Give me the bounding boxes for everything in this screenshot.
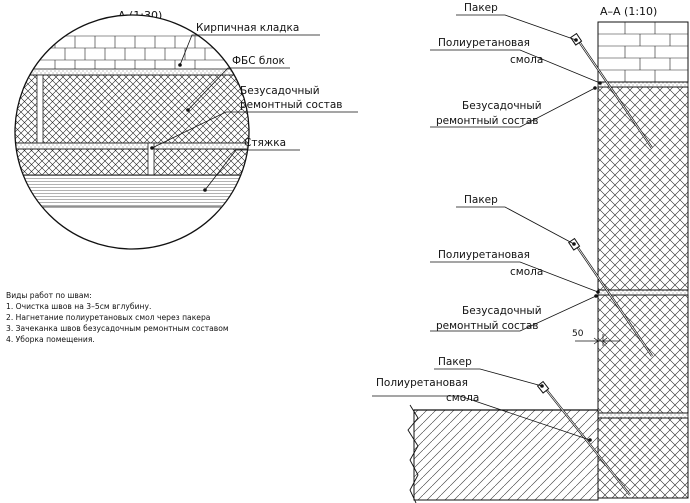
- label-packer-1: Пакер: [464, 2, 498, 14]
- label-repair-1b: ремонтный состав: [436, 115, 538, 127]
- section-leaders: [372, 14, 601, 441]
- label-resin-3b: смола: [446, 392, 479, 404]
- label-resin-2a: Полиуретановая: [438, 249, 530, 261]
- fbs-block-lower: [15, 148, 249, 176]
- section-fbs-1: [597, 86, 689, 291]
- label-repair-line2: ремонтный состав: [240, 99, 342, 111]
- label-resin-1a: Полиуретановая: [438, 37, 530, 49]
- section-title: А–А (1:10): [600, 5, 657, 18]
- section-joint-3: [597, 412, 689, 419]
- fbs-vertical-joint-top: [36, 74, 44, 144]
- section-joint-2: [597, 289, 689, 296]
- fbs-block-upper: [15, 74, 249, 144]
- repair-joint: [15, 142, 249, 150]
- label-packer-3: Пакер: [438, 356, 472, 368]
- notes-item-1: 1. Очистка швов на 3–5см вглубину.: [6, 302, 152, 311]
- section-a-a: А–А (1:10): [372, 2, 689, 503]
- label-repair-line1: Безусадочный: [240, 85, 320, 97]
- label-repair-2a: Безусадочный: [462, 305, 542, 317]
- section-footing: [597, 417, 689, 499]
- work-notes: Виды работ по швам: 1. Очистка швов на 3…: [6, 290, 306, 345]
- notes-item-4: 4. Уборка помещения.: [6, 335, 95, 344]
- label-fbs: ФБС блок: [232, 55, 285, 67]
- dimension-label: 50: [572, 329, 584, 339]
- packer-heads: [536, 32, 583, 394]
- label-screed: Стяжка: [244, 137, 286, 149]
- detail-circle: [14, 14, 250, 250]
- detail-a: А (1:30): [14, 9, 358, 250]
- label-repair-2b: ремонтный состав: [436, 320, 538, 332]
- label-repair-1a: Безусадочный: [462, 100, 542, 112]
- label-packer-2: Пакер: [464, 194, 498, 206]
- section-joint-1: [597, 81, 689, 88]
- notes-item-3: 3. Зачеканка швов безусадочным ремонтным…: [6, 324, 229, 333]
- notes-item-2: 2. Нагнетание полиуретановых смол через …: [6, 313, 211, 322]
- label-brick: Кирпичная кладка: [196, 22, 299, 34]
- section-fbs-2: [597, 294, 689, 414]
- detail-leaders: [151, 34, 358, 191]
- break-line: [407, 404, 419, 503]
- section-brick: [597, 21, 689, 83]
- dimension-50: [575, 334, 620, 346]
- label-resin-2b: смола: [510, 266, 543, 278]
- label-resin-1b: смола: [510, 54, 543, 66]
- screed-layer: [15, 174, 249, 208]
- section-floor-slab: [413, 409, 599, 501]
- notes-heading: Виды работ по швам:: [6, 291, 92, 300]
- label-resin-3a: Полиуретановая: [376, 377, 468, 389]
- packers: [544, 39, 653, 496]
